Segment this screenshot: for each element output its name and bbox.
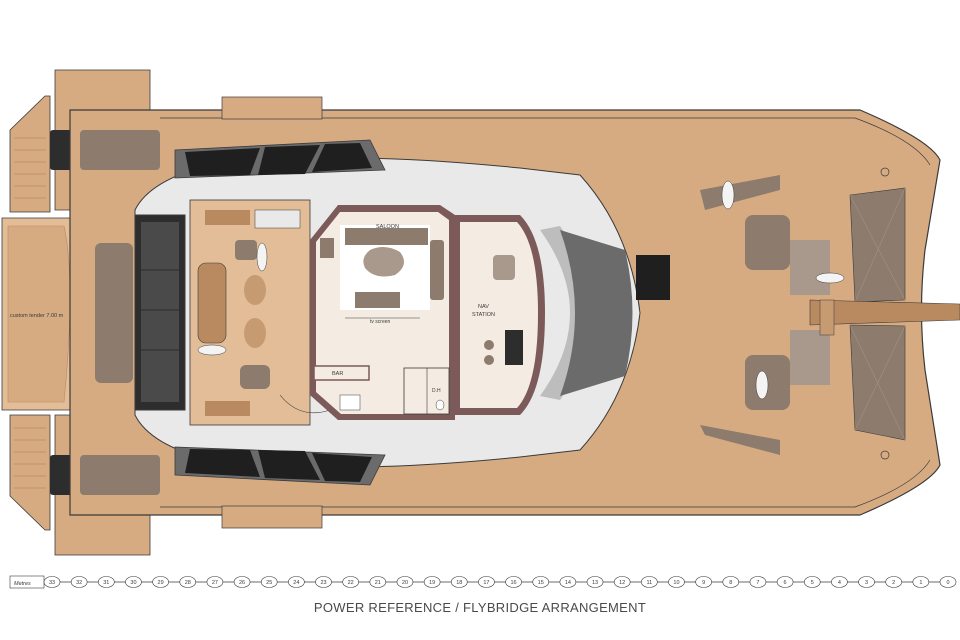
tv-screen-label: tv screen [370,319,391,325]
scale-tick-marker [505,576,522,588]
scale-tick-marker [749,576,767,588]
scale-tick-label: 9 [702,580,705,586]
scale-tick-label: 21 [375,580,381,586]
nav-station: NAV STATION [455,215,545,415]
scale-tick-label: 22 [348,580,354,586]
scale-tick-marker [315,576,332,588]
scale-tick-marker [478,576,495,588]
scale-tick-marker [396,576,414,588]
nav-label-line2: STATION [472,312,495,318]
scale-tick-marker [858,576,875,588]
scale-tick-marker [803,576,821,588]
scale-tick-marker [233,576,251,588]
scale-tick-marker [613,576,631,588]
scale-tick-marker [532,576,550,588]
nav-label-line1: NAV [478,304,489,310]
scale-tick-label: 33 [49,580,55,586]
scale-tick-label: 11 [646,580,652,586]
scale-tick-marker [342,576,359,588]
tender-label: custom tender 7.00 m [10,313,64,319]
scale-tick-marker [641,576,658,588]
scale-tick-marker [559,576,577,588]
scale-tick-marker [695,576,712,588]
scale-tick-label: 30 [130,580,136,586]
foredeck [700,167,960,460]
scale-tick-label: 31 [103,580,109,586]
scale-tick-label: 23 [320,580,326,586]
scale-tick-label: 4 [838,580,841,586]
drawing-caption: POWER REFERENCE / FLYBRIDGE ARRANGEMENT [313,600,647,615]
scale-tick-label: 1 [919,580,922,586]
tender: custom tender 7.00 m [1,217,78,411]
saloon-interior: SALOON tv screen BAR D.H [310,205,455,420]
scale-tick-marker [125,576,142,588]
dh-label: D.H [432,388,441,394]
scale-unit: Metres [14,581,31,587]
scale-tick-label: 14 [565,580,571,586]
saloon-label: SALOON [376,224,399,230]
scale-tick-label: 17 [483,580,489,586]
aft-lounge [134,214,186,411]
scale-tick-marker [776,576,794,588]
scale-tick-label: 26 [239,580,245,586]
aft-cockpit [189,199,331,426]
scale-tick-label: 5 [811,580,814,586]
scale-tick-marker [369,576,387,588]
scale-tick-label: 25 [266,580,272,586]
scale-tick-marker [98,576,115,588]
scale-tick-label: 7 [756,580,759,586]
scale-tick-marker [288,576,305,588]
scale-tick-label: 15 [538,580,544,586]
bar-label: BAR [332,371,343,377]
scale-tick-label: 2 [892,580,895,586]
scale-tick-marker [722,576,740,588]
scale-tick-label: 19 [429,580,435,586]
scale-tick-label: 12 [619,580,625,586]
scale-tick-label: 32 [76,580,82,586]
scale-tick-label: 13 [592,580,598,586]
scale-tick-marker [152,576,169,588]
scale-tick-label: 6 [784,580,787,586]
scale-tick-marker [450,576,468,588]
scale-tick-label: 29 [158,580,164,586]
scale-tick-marker [668,576,685,588]
scale-tick-label: 20 [402,580,408,586]
scale-tick-marker [912,576,930,588]
scale-tick-label: 24 [293,580,299,586]
scale-tick-label: 27 [212,580,218,586]
scale-tick-label: 16 [511,580,517,586]
scale-tick-label: 18 [456,580,462,586]
scale-tick-marker [586,576,604,588]
scale-tick-label: 3 [865,580,868,586]
scale-tick-marker [260,576,278,588]
scale-tick-marker [206,576,224,588]
scale-tick-marker [179,576,197,588]
scale-tick-label: 10 [673,580,679,586]
scale-tick-marker [43,576,61,588]
scale-tick-label: 0 [946,580,949,586]
scale-tick-marker [831,576,848,588]
scale-tick-marker [939,576,957,588]
scale-tick-marker [423,576,441,588]
scale-tick-label: 28 [185,580,191,586]
scale-tick-label: 8 [729,580,732,586]
scale-tick-marker [885,576,902,588]
scale-tick-marker [70,576,88,588]
